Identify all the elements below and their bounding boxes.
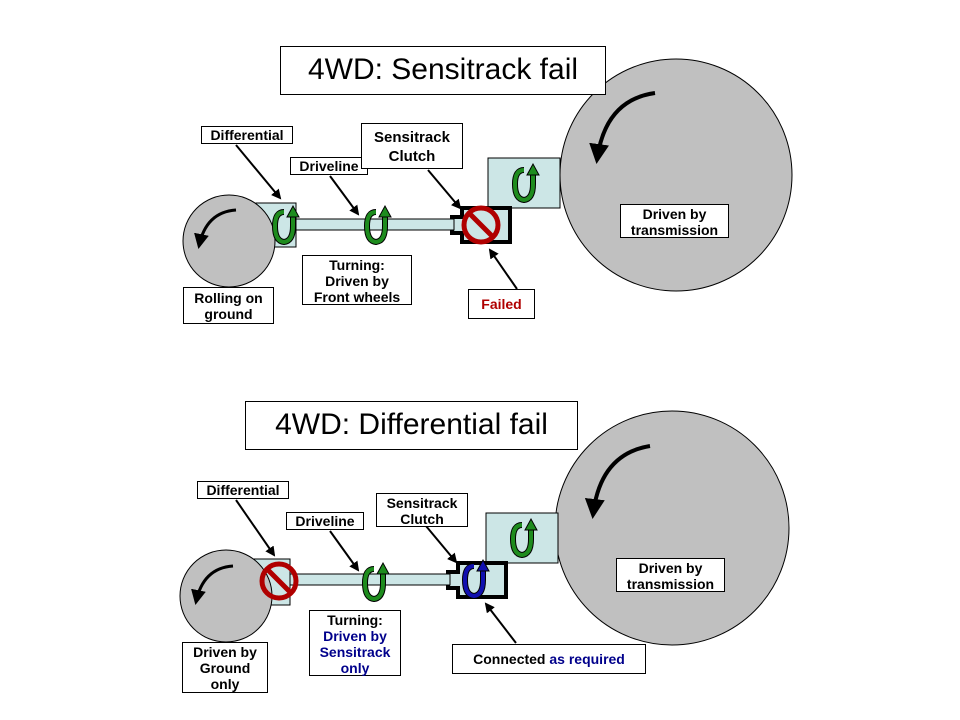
top-turning-label-line1: Turning: [329,257,385,273]
bottom-driven-label: Driven by transmission [616,558,725,592]
top-diagram [182,58,793,292]
top-failed-label: Failed [468,289,535,319]
bottom-connected-pointer [484,602,517,644]
top-driven-label-line1: Driven by [642,206,707,222]
bottom-turning-label: Turning: Driven by Sensitrack only [309,610,401,676]
top-rolling-label-line1: Rolling on [194,290,263,306]
top-title: 4WD: Sensitrack fail [280,46,606,95]
bottom-front-wheel [179,549,273,643]
bottom-driven-label-line2: transmission [626,576,715,592]
top-differential-label: Differential [201,126,293,144]
bottom-ground-label: Driven by Ground only [182,642,268,693]
bottom-front-wheel-arrow-icon [191,564,234,605]
bottom-connected-label: Connected as required [452,644,646,674]
bottom-clutch-housing [446,561,508,599]
top-turning-label: Turning: Driven by Front wheels [302,255,412,305]
top-rolling-label: Rolling on ground [183,287,274,324]
bottom-differential-label: Differential [197,481,289,499]
top-front-wheel [182,194,276,288]
top-clutch-label-line2: Clutch [388,148,436,165]
top-failed-pointer [488,248,518,290]
bottom-ground-label-line1: Driven by [193,644,257,660]
top-driveline-pointer [329,175,360,216]
bottom-rear-wheel-arrow-icon [584,444,651,519]
bottom-clutch-label: Sensitrack Clutch [376,493,468,527]
top-differential-pointer [235,144,282,200]
bottom-diagram [179,410,790,646]
top-turning-label-line3: Front wheels [313,289,401,305]
top-front-wheel-arrow-icon [194,208,237,249]
top-driveline-label: Driveline [290,157,368,175]
top-driven-label: Driven by transmission [620,204,729,238]
bottom-driveline-label: Driveline [286,512,364,530]
top-clutch-label: Sensitrack Clutch [361,123,463,169]
top-rolling-label-line2: ground [204,306,253,322]
top-clutch-label-line1: Sensitrack [374,129,450,146]
bottom-turning-label-line1: Turning: [327,612,383,628]
bottom-ground-label-line2: Ground [199,660,251,676]
bottom-clutch-label-line1: Sensitrack [386,495,458,511]
top-driven-label-line2: transmission [630,222,719,238]
bottom-connected-label-part2: as required [549,651,625,667]
bottom-turning-label-line4: only [340,660,370,676]
top-driveline-shaft [293,218,455,231]
bottom-clutch-pointer [425,525,458,564]
bottom-connected-label-part1: Connected [473,651,546,667]
bottom-rear-wheel [554,410,790,646]
bottom-title: 4WD: Differential fail [245,401,578,450]
bottom-turning-label-line3: Sensitrack [319,644,391,660]
top-rear-wheel-arrow-icon [589,91,656,164]
top-clutch-pointer [427,169,462,210]
bottom-clutch-label-line2: Clutch [400,511,444,527]
bottom-driveline-pointer [329,530,360,572]
bottom-turning-label-line2: Driven by [323,628,387,644]
bottom-differential-pointer [235,499,276,557]
bottom-driven-label-line1: Driven by [638,560,703,576]
top-turning-label-line2: Driven by [325,273,389,289]
bottom-ground-label-line3: only [210,676,240,692]
